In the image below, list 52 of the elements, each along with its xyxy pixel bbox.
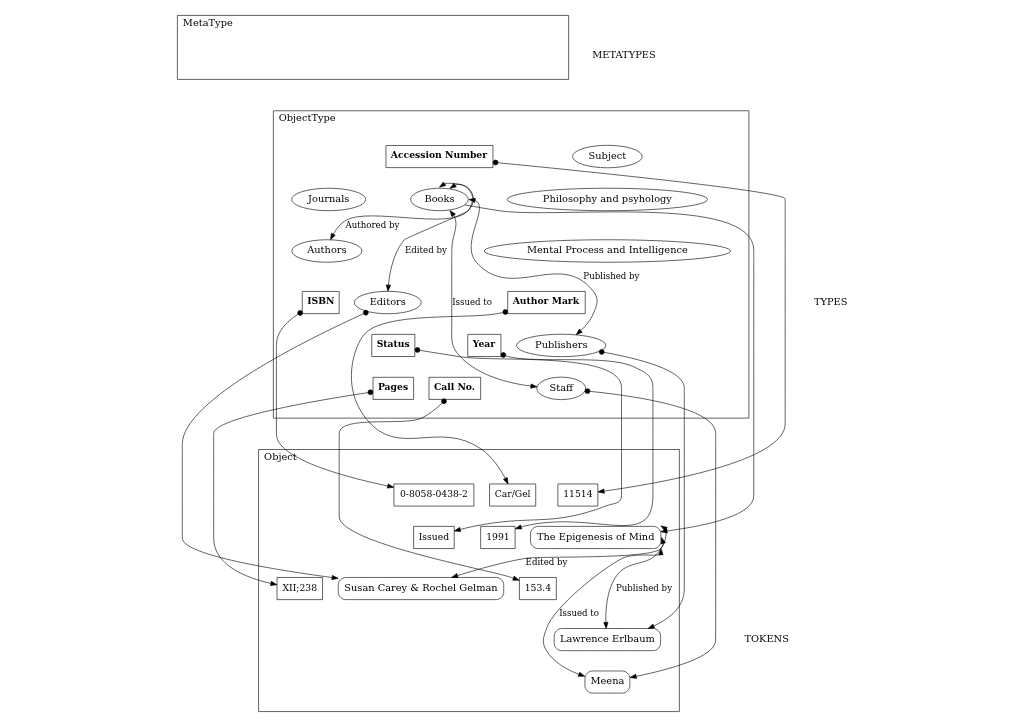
edge-label: Published by [582,271,639,282]
node-box: Meena [584,670,630,694]
arrow [212,389,373,586]
node-ellipse: Staff [536,376,586,400]
node-box: The Epigenesis of Mind [529,526,661,549]
edge-label: Issued to [558,608,599,619]
node-ellipse: Subject [571,145,643,169]
edge-label: Edited by [525,557,567,568]
arrow [338,398,519,581]
label: TOKENS [743,632,789,644]
node-box: Susan Carey & Rochel Gelman [337,577,504,600]
node-box: Call No. [428,377,481,400]
node-box: Author Mark [506,291,586,314]
arrow [449,210,537,389]
node-ellipse: Journals [290,187,366,211]
arrow [602,537,666,629]
node-ellipse: Philosophy and psyhology [506,187,708,211]
arrow [350,309,508,485]
node-box: 11514 [557,483,598,507]
edge-label: Issued to [451,296,492,307]
node-box: MetaType [176,15,569,80]
arrow [500,352,653,530]
arrow [414,347,622,532]
arrow [329,181,474,241]
arrow [181,309,369,580]
arrow [598,349,685,629]
node-box: Pages [372,377,414,400]
node-box: Accession Number [385,145,493,168]
node-box: 1991 [479,526,515,549]
node-box: Lawrence Erlbaum [553,628,661,651]
arrow [468,198,597,335]
node-box: ISBN [301,291,339,314]
node-box: Car/Gel [488,483,536,507]
node-box: Issued [412,526,454,549]
arrow [492,159,785,494]
arrow [542,548,663,677]
node-ellipse: Authors [290,239,362,263]
edge-label: Authored by [344,219,399,230]
edge-label: Published by [615,582,672,593]
arrow [584,388,716,679]
node-box: 153.4 [518,577,557,600]
edge-label: Edited by [404,245,447,256]
node-box: 0-8058-0438-2 [393,483,474,507]
node-box: Year [466,334,501,357]
label: METATYPES [591,48,656,60]
arrow [385,182,473,292]
arrow [275,310,394,489]
node-box: Status [370,334,415,357]
label: TYPES [813,295,847,307]
node-ellipse: Books [409,187,469,211]
node-ellipse: Mental Process and Intelligence [483,239,731,263]
node-box: XII;238 [276,577,323,600]
